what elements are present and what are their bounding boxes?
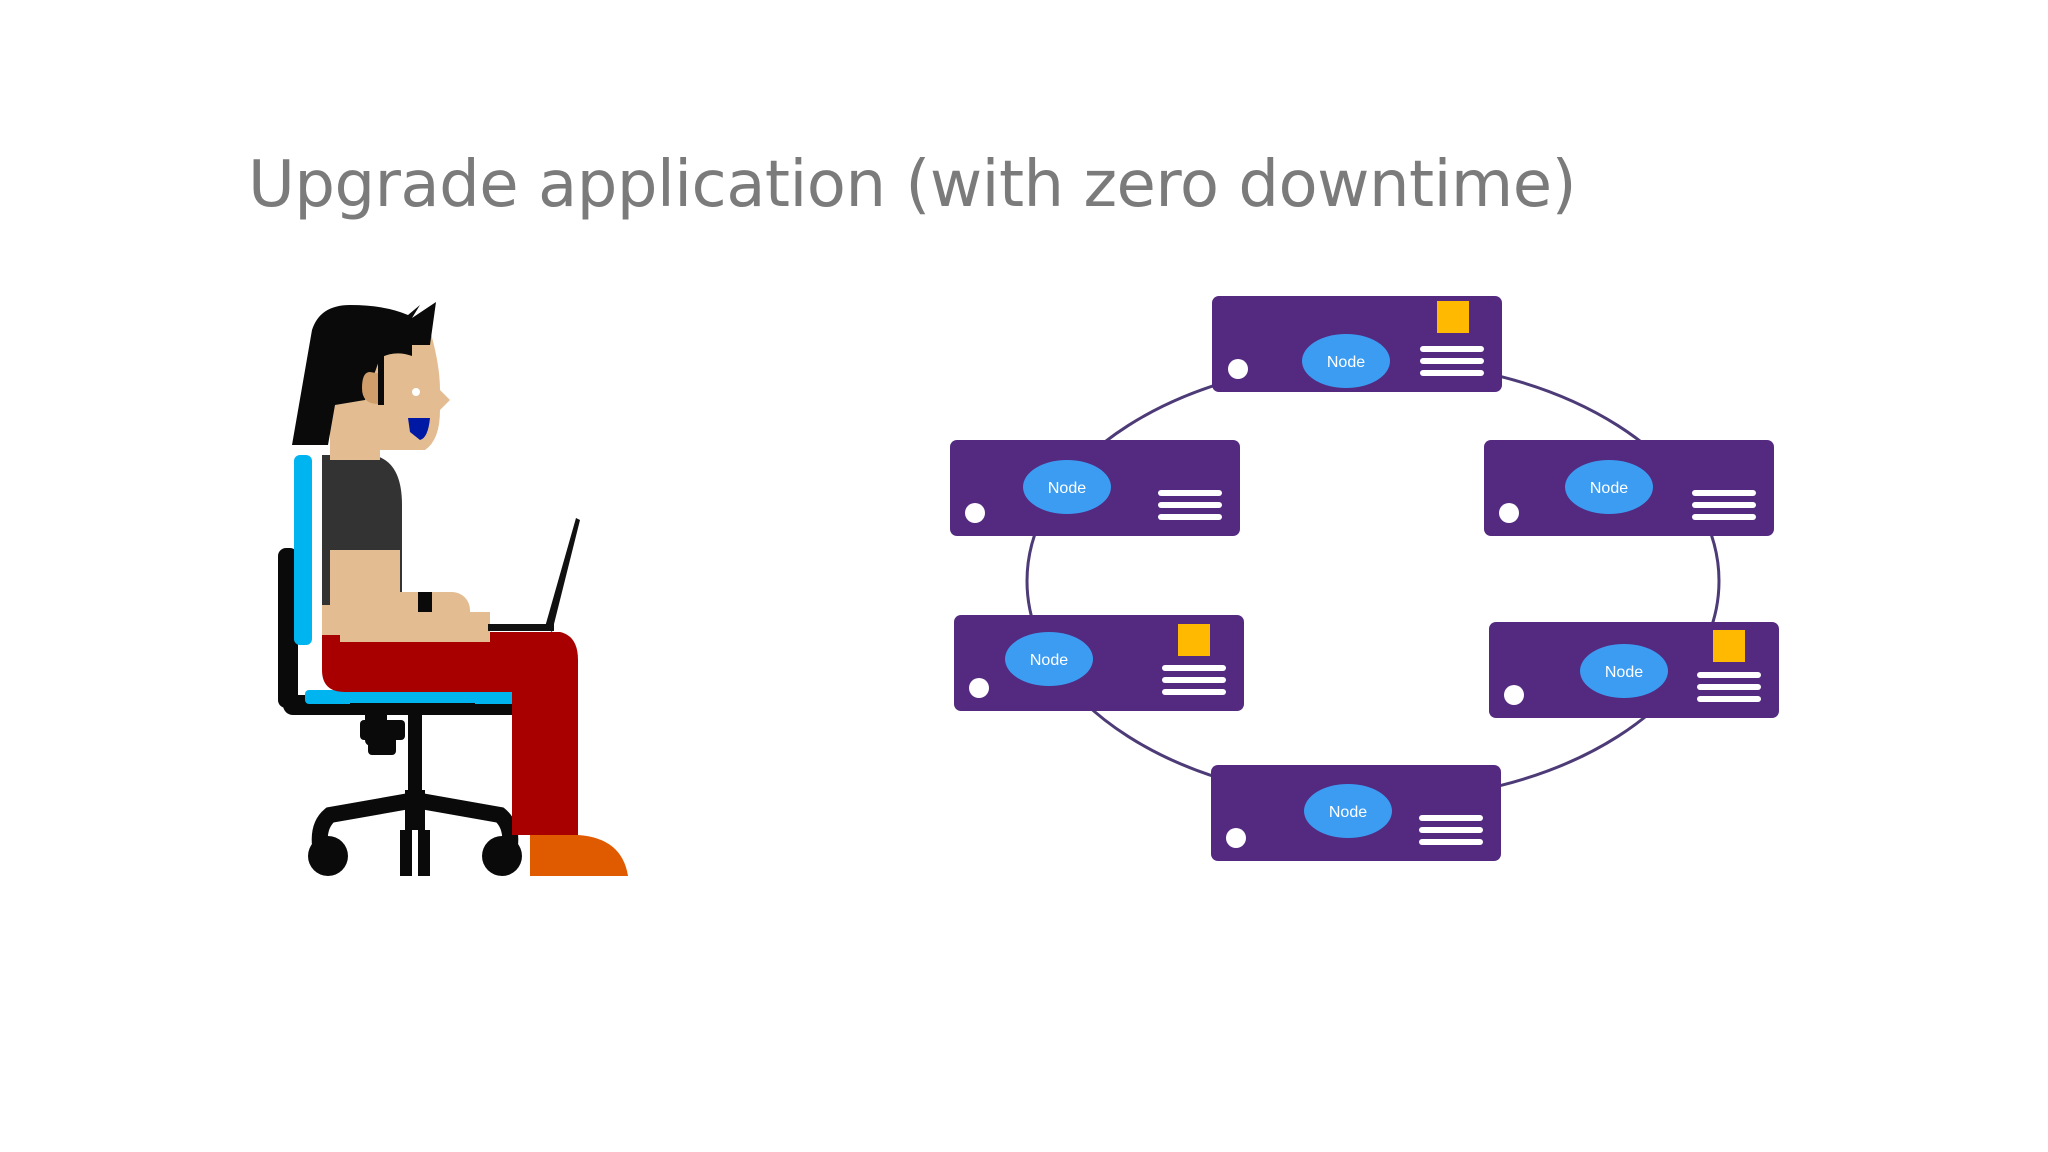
slide-title: Upgrade application (with zero downtime)	[248, 148, 1577, 222]
node-label: Node	[1590, 480, 1628, 497]
laptop-icon	[488, 518, 580, 632]
node-ellipse	[1302, 334, 1390, 388]
server-node-bottom: Node	[1211, 765, 1501, 861]
server-node-upper-left: Node	[950, 440, 1240, 536]
server-node-top: Node	[1212, 296, 1502, 392]
node-ellipse	[1005, 632, 1093, 686]
node-ellipse	[1023, 460, 1111, 514]
node-ellipse	[1304, 784, 1392, 838]
node-label: Node	[1327, 354, 1365, 371]
node-ellipse	[1580, 644, 1668, 698]
node-label: Node	[1030, 652, 1068, 669]
server-node-lower-right: Node	[1489, 622, 1779, 718]
upgrade-badge-icon	[1437, 301, 1469, 333]
upgrade-badge-icon	[1713, 630, 1745, 662]
node-label: Node	[1605, 664, 1643, 681]
node-label: Node	[1048, 480, 1086, 497]
server-node-lower-left: Node	[954, 615, 1244, 711]
cluster-ring	[1025, 359, 1721, 803]
upgrade-badge-icon	[1178, 624, 1210, 656]
node-ellipse	[1565, 460, 1653, 514]
node-label: Node	[1329, 804, 1367, 821]
office-chair-icon	[278, 455, 528, 876]
server-node-upper-right: Node	[1484, 440, 1774, 536]
